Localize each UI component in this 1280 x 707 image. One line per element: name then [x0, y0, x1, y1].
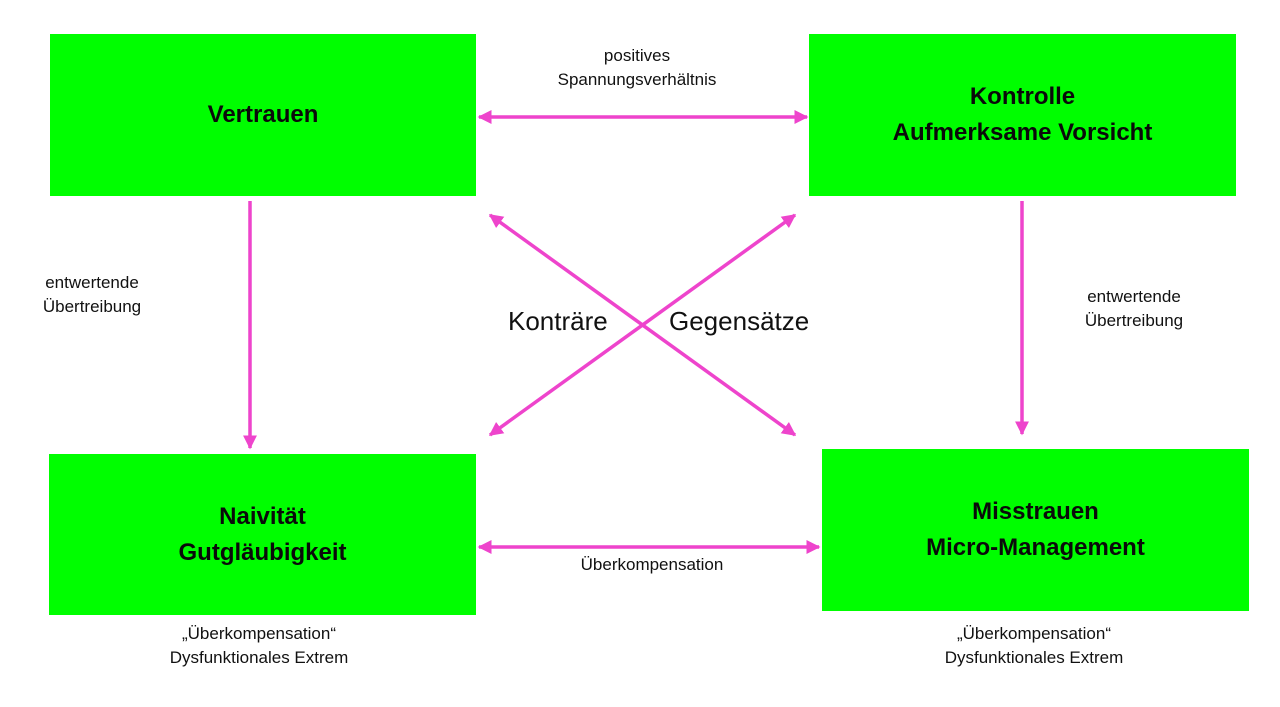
label-under-left-line-1: „Überkompensation“	[181, 624, 336, 643]
box-kontrolle: Kontrolle Aufmerksame Vorsicht	[809, 34, 1236, 196]
arrow-kontrolle-naivitaet	[488, 213, 797, 437]
label-top-line-2: Spannungsverhältnis	[557, 70, 717, 89]
box-naivitaet: Naivität Gutgläubigkeit	[49, 454, 476, 615]
label-top-line-1: positives	[603, 46, 671, 65]
label-under-right-line-1: „Überkompensation“	[956, 624, 1111, 643]
box-vertrauen-line-1: Vertrauen	[207, 101, 319, 128]
box-kontrolle-line-1: Kontrolle	[969, 83, 1076, 110]
label-left-line-1: entwertende	[45, 273, 139, 292]
box-misstrauen-line-2: Micro-Management	[926, 534, 1145, 561]
label-right-line-1: entwertende	[1087, 287, 1181, 306]
label-left-arrow: entwertende Übertreibung	[22, 271, 162, 319]
label-under-right-line-2: Dysfunktionales Extrem	[944, 648, 1124, 667]
box-misstrauen: Misstrauen Micro-Management	[822, 449, 1249, 611]
label-top-arrow: positives Spannungsverhältnis	[537, 44, 737, 92]
box-misstrauen-line-1: Misstrauen	[972, 498, 1099, 525]
label-cross-left: Konträre	[508, 306, 608, 336]
label-cross-right: Gegensätze	[669, 306, 810, 336]
label-right-arrow: entwertende Übertreibung	[1064, 285, 1204, 333]
box-naivitaet-line-2: Gutgläubigkeit	[178, 538, 347, 566]
box-kontrolle-line-2: Aufmerksame Vorsicht	[892, 119, 1153, 146]
box-naivitaet-line-1: Naivität	[219, 502, 306, 530]
label-right-line-2: Übertreibung	[1084, 311, 1184, 330]
label-bottom-arrow: Überkompensation	[580, 555, 724, 574]
box-vertrauen: Vertrauen	[50, 34, 476, 196]
label-under-naivitaet: „Überkompensation“ Dysfunktionales Extre…	[139, 622, 379, 670]
label-under-misstrauen: „Überkompensation“ Dysfunktionales Extre…	[914, 622, 1154, 670]
label-under-left-line-2: Dysfunktionales Extrem	[169, 648, 349, 667]
label-left-line-2: Übertreibung	[42, 297, 142, 316]
